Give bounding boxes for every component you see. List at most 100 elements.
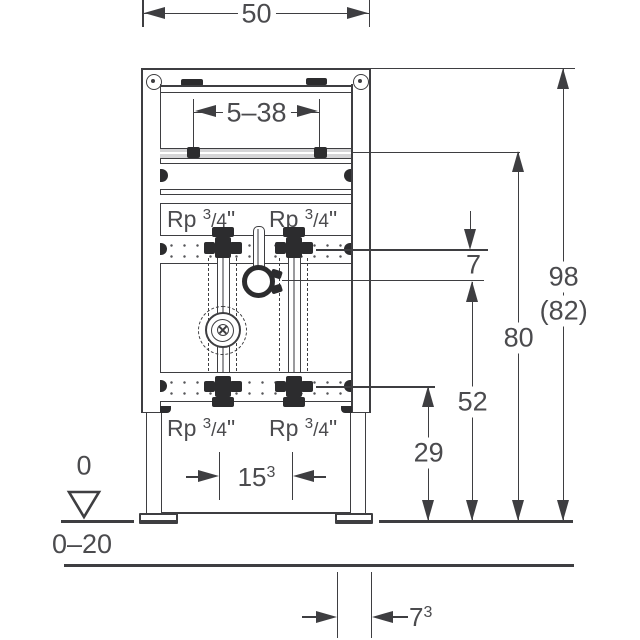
arrowhead-left-icon	[372, 610, 394, 623]
fitting-nut	[274, 380, 286, 392]
connection-label-lower-left: Rp 3/4"	[167, 416, 235, 440]
water-connection-fitting	[203, 227, 242, 259]
dimension-label: 153	[238, 464, 276, 490]
extension-line	[368, 0, 371, 27]
connection-label-prefix: Rp	[167, 206, 197, 232]
dimension-label: 5–38	[222, 97, 291, 129]
frame-leg-left	[146, 413, 162, 514]
pipe-clamp	[241, 264, 283, 298]
leader-line	[371, 67, 575, 70]
side-rail-bottom	[141, 411, 160, 414]
dimension-line	[562, 69, 565, 521]
water-connection-fitting	[274, 375, 313, 407]
dimension-label: 7	[465, 249, 482, 279]
arrowhead-up-icon	[557, 68, 570, 90]
fitting-cap	[211, 397, 234, 407]
arrowhead-left-icon	[194, 105, 216, 118]
arrowhead-down-icon	[557, 500, 570, 522]
fitting-nut	[203, 242, 215, 254]
connection-label-slash: /	[211, 211, 217, 232]
pipe-center-line	[293, 258, 295, 376]
drain-plug	[216, 324, 229, 336]
extension-line	[370, 572, 373, 638]
fitting-cap	[282, 397, 305, 407]
pipe-clamp-ring	[241, 264, 275, 298]
datum-triangle-icon	[66, 490, 102, 520]
connection-label-upper-right: Rp 3/4"	[269, 207, 337, 231]
arrowhead-right-icon	[315, 610, 337, 623]
dimension-tail	[469, 210, 472, 229]
floor-buildup-label: 0–20	[52, 529, 113, 559]
frame-leg-right	[350, 413, 366, 514]
arrowhead-down-icon	[422, 500, 435, 522]
connection-label-inch: "	[227, 206, 236, 232]
dimension-tail	[302, 616, 316, 618]
crossbar-tab	[343, 168, 351, 182]
rail-slider	[186, 147, 200, 158]
dimension-tail	[393, 616, 409, 618]
arrowhead-up-icon	[512, 150, 525, 172]
arrowhead-left-icon	[144, 6, 165, 19]
connection-label-denominator: 4	[216, 211, 227, 232]
connection-label-inch: "	[329, 206, 338, 232]
fitting-nut	[230, 380, 242, 392]
connection-label-denominator: 4	[216, 420, 227, 441]
side-rail-bottom	[352, 411, 371, 414]
crossbar-tab	[160, 168, 168, 182]
fitting-body	[285, 237, 302, 258]
connection-label-prefix: Rp	[167, 415, 197, 441]
extension-line	[336, 572, 339, 638]
fitting-body	[214, 375, 231, 397]
frame-top-edge	[141, 68, 371, 70]
extension-line	[291, 452, 294, 500]
connection-label-numerator: 3	[202, 415, 212, 432]
foot-plate-right	[334, 512, 373, 524]
dimension-label: 98	[544, 261, 583, 293]
pipe-outline-dashed	[278, 258, 280, 376]
crossbar-strip	[160, 194, 351, 204]
water-connection-fitting	[274, 227, 313, 259]
connection-label-prefix: Rp	[269, 415, 299, 441]
leader-line	[316, 249, 488, 251]
dimension-footnote: 3	[423, 604, 433, 621]
fitting-cap	[211, 227, 234, 237]
dimension-label: 50	[237, 0, 276, 30]
connection-label-prefix: Rp	[269, 206, 299, 232]
extension-line	[142, 0, 144, 27]
frame-inner-rail-right	[351, 84, 353, 413]
connection-label-inch: "	[227, 415, 236, 441]
connection-label-denominator: 4	[318, 420, 329, 441]
dimension-label: 80	[499, 322, 538, 354]
corner-screw-icon	[352, 73, 369, 90]
dimension-value: 15	[237, 462, 267, 492]
floor-line	[61, 520, 134, 524]
arrowhead-right-icon	[347, 6, 369, 19]
supply-pipe-right	[288, 258, 301, 376]
extension-line	[218, 452, 221, 500]
fitting-nut	[301, 242, 313, 254]
datum-label: 0	[76, 450, 92, 481]
extension-line	[192, 99, 195, 159]
connection-label-numerator: 3	[202, 206, 212, 223]
drain-socket-ring	[211, 318, 234, 342]
crossbar	[160, 163, 351, 190]
frame-bottom-edge	[162, 511, 350, 514]
mounting-rail	[160, 147, 351, 160]
arrowhead-down-icon	[512, 500, 525, 522]
connection-label-numerator: 3	[304, 415, 314, 432]
corner-screw-icon	[145, 73, 162, 90]
drain-outline-dashed	[198, 305, 247, 355]
arrowhead-up-icon	[466, 281, 479, 303]
connection-label-lower-right: Rp 3/4"	[269, 416, 337, 440]
connection-label-slash: /	[313, 420, 319, 441]
dimension-label: 52	[453, 386, 492, 418]
floor-line	[379, 520, 573, 524]
dimension-footnote: 3	[266, 464, 276, 481]
connection-label-slash: /	[211, 420, 217, 441]
dimension-tail	[313, 476, 327, 478]
crossbar-clip	[181, 79, 203, 86]
connection-label-denominator: 4	[318, 211, 329, 232]
fitting-nut	[301, 380, 313, 392]
fitting-cap	[282, 227, 305, 237]
